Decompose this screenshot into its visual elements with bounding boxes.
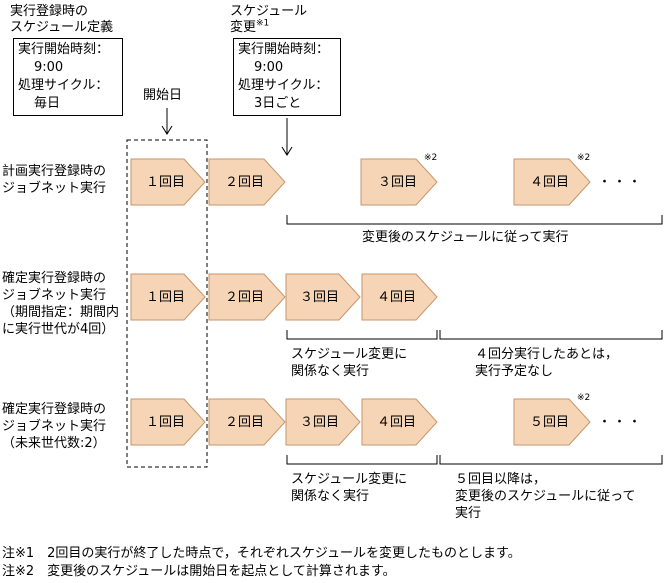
run-pentagon	[361, 273, 438, 321]
run-pentagon	[130, 273, 206, 321]
row3-run4: ４回目	[377, 415, 417, 430]
row2-caption-left-line1: スケジュール変更に	[291, 347, 408, 362]
run-pentagon	[130, 398, 206, 446]
row1-bracket	[286, 215, 663, 225]
run-pentagon	[130, 158, 206, 206]
change-box-line2: 9:00	[254, 60, 284, 75]
row1-run1: １回目	[146, 175, 186, 190]
run-pentagon	[361, 398, 438, 446]
row3-run5: ５回目	[530, 415, 570, 430]
row3-caption-right-line3: 実行	[455, 506, 482, 521]
row2-label-line2: ジョブネット実行	[2, 288, 107, 303]
run-pentagon	[360, 158, 438, 206]
row2-caption-left-line2: 関係なく実行	[291, 364, 370, 379]
row2-label-line1: 確定実行登録時の	[2, 271, 107, 286]
row3-run1: １回目	[146, 415, 186, 430]
run-pentagon	[208, 398, 286, 446]
row3-caption-left-line1: スケジュール変更に	[291, 472, 408, 487]
row3-run2: ２回目	[225, 415, 265, 430]
row3-caption-right-line2: 変更後のスケジュールに従って	[455, 489, 636, 504]
row3-label-line2: ジョブネット実行	[2, 419, 107, 434]
run-pentagon	[208, 158, 286, 206]
run-pentagon	[285, 273, 361, 321]
row2-label-line3: （期間指定：期間内	[2, 305, 120, 320]
change-box-line4: 3日ごと	[254, 96, 302, 111]
row2-caption-right-line1: ４回分実行したあとは，	[475, 347, 619, 362]
def-title-line1: 実行登録時の	[10, 4, 89, 19]
row1-run3: ３回目	[378, 175, 418, 190]
note1-mark: ※1	[256, 18, 270, 29]
change-box: 実行開始時刻： 9:00 処理サイクル： 3日ごと	[233, 38, 341, 116]
row2-run4: ４回目	[377, 290, 417, 305]
row1-run4-mark: ※2	[577, 153, 591, 163]
row3-ellipsis: ・・・	[598, 415, 644, 430]
row3-caption-right-line1: ５回目以降は，	[455, 472, 547, 487]
row2-run3: ３回目	[300, 290, 340, 305]
footnote-1: 注※1 2回目の実行が終了した時点で，それぞれスケジュールを変更したものとします…	[2, 546, 521, 561]
def-box-line4: 毎日	[34, 96, 61, 111]
row1-label-line1: 計画実行登録時の	[2, 164, 107, 179]
run-pentagon	[208, 273, 286, 321]
row1-caption: 変更後のスケジュールに従って実行	[362, 230, 569, 245]
row1-run4: ４回目	[530, 175, 570, 190]
row3-label-line3: （未来世代数:2）	[2, 436, 106, 451]
row3-bracket-right	[439, 455, 663, 465]
row3-bracket-left	[286, 455, 438, 465]
change-box-line3: 処理サイクル：	[238, 78, 329, 93]
row2-bracket-right	[439, 330, 663, 340]
change-title-line2: 変更※1	[230, 18, 270, 35]
row3-caption-left-line2: 関係なく実行	[291, 489, 370, 504]
row1-run3-mark: ※2	[424, 153, 438, 163]
def-box-line2: 9:00	[34, 60, 64, 75]
row1-run2: ２回目	[225, 175, 265, 190]
row2-caption-right-line2: 実行予定なし	[475, 364, 554, 379]
row2-label-line4: に実行世代が4回）	[2, 322, 115, 337]
change-title-line1: スケジュール	[230, 4, 308, 19]
footnote-2: 注※2 変更後のスケジュールは開始日を起点として計算されます。	[2, 564, 396, 579]
change-box-line1: 実行開始時刻：	[238, 42, 330, 57]
row3-run5-mark: ※2	[577, 393, 591, 403]
row2-run1: １回目	[146, 290, 186, 305]
run-pentagon	[285, 398, 361, 446]
run-pentagon	[513, 158, 591, 206]
def-box: 実行開始時刻： 9:00 処理サイクル： 毎日	[13, 38, 123, 116]
run-pentagon	[513, 398, 591, 446]
row2-bracket-left	[286, 330, 438, 340]
def-box-line1: 実行開始時刻：	[18, 42, 110, 57]
def-box-line3: 処理サイクル：	[18, 78, 109, 93]
start-day-label: 開始日	[143, 88, 183, 103]
row3-run3: ３回目	[300, 415, 340, 430]
row2-run2: ２回目	[225, 290, 265, 305]
row3-label-line1: 確定実行登録時の	[2, 402, 107, 417]
def-title-line2: スケジュール定義	[10, 20, 114, 35]
row1-ellipsis: ・・・	[598, 175, 644, 190]
row1-label-line2: ジョブネット実行	[2, 181, 107, 196]
